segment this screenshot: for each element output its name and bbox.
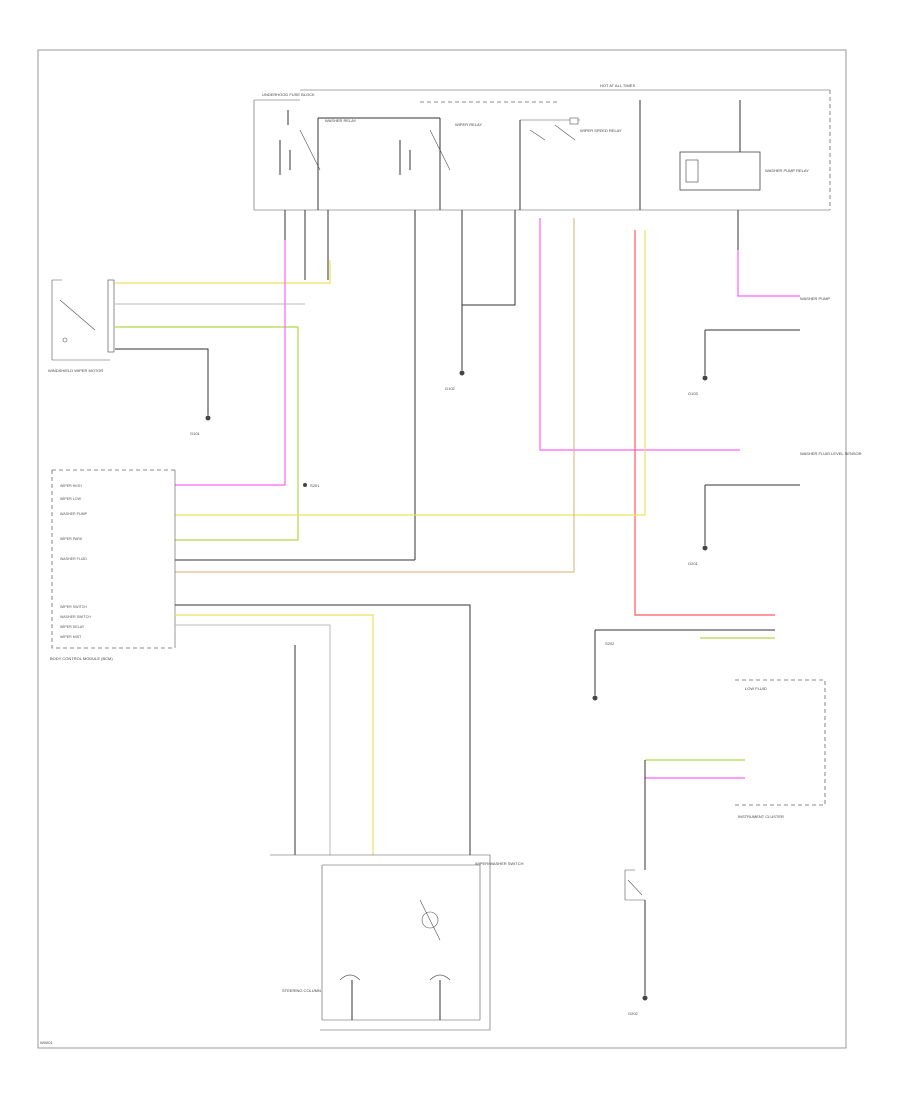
ground-g103: G103 <box>688 329 800 396</box>
svg-text:WIPER PARK: WIPER PARK <box>60 537 83 541</box>
wire-yellow-1 <box>115 260 331 284</box>
footer-code: W0001 <box>40 1040 53 1045</box>
svg-text:WASHER RELAY: WASHER RELAY <box>325 118 357 123</box>
ground-g202: G202 <box>628 955 648 1016</box>
svg-text:WASHER PUMP RELAY: WASHER PUMP RELAY <box>765 168 809 173</box>
hot-at-all-times-label: HOT AT ALL TIMES <box>600 83 635 88</box>
svg-text:WIPER RELAY: WIPER RELAY <box>455 122 482 127</box>
ground-g101: G101 <box>190 380 211 436</box>
washer-pump: WASHER PUMP <box>800 296 830 301</box>
svg-text:G201: G201 <box>688 561 699 566</box>
relay-left-a: WASHER RELAY <box>279 118 357 175</box>
wiper-motor-left: WINDSHIELD WIPER MOTOR <box>48 279 115 373</box>
diagram-border <box>37 49 847 1049</box>
wire-black-3 <box>462 240 516 306</box>
relay-pump: WASHER PUMP RELAY <box>639 100 809 210</box>
body-control-module: BODY CONTROL MODULE (BCM) WIPER HIGH WIP… <box>50 469 320 661</box>
wire-black-1 <box>115 348 209 380</box>
cluster-label: INSTRUMENT CLUSTER <box>738 814 784 819</box>
wire-pink-1 <box>175 240 286 486</box>
svg-text:G103: G103 <box>688 391 699 396</box>
svg-text:WASHER FLUID LEVEL SENSOR: WASHER FLUID LEVEL SENSOR <box>800 451 862 456</box>
washer-fluid-switch <box>624 869 646 955</box>
svg-text:WASHER SWITCH: WASHER SWITCH <box>60 615 91 619</box>
svg-text:S202: S202 <box>605 641 615 646</box>
underhood-fuse-block: UNDERHOOD FUSE BLOCK HOT AT ALL TIMES WA… <box>253 83 831 211</box>
svg-text:WINDSHIELD WIPER MOTOR: WINDSHIELD WIPER MOTOR <box>48 368 103 373</box>
bcm-label: BODY CONTROL MODULE (BCM) <box>50 656 113 661</box>
svg-text:G102: G102 <box>445 386 456 391</box>
wire-red-1 <box>634 230 775 616</box>
wire-gray-2 <box>175 624 331 855</box>
relay-speed: WIPER SPEED RELAY <box>519 117 622 210</box>
wire-green-1 <box>115 326 299 541</box>
svg-text:WASHER PUMP: WASHER PUMP <box>60 512 88 516</box>
wire-black-4 <box>175 604 471 855</box>
svg-text:WIPER SPEED RELAY: WIPER SPEED RELAY <box>580 128 622 133</box>
svg-text:WIPER DELAY: WIPER DELAY <box>60 625 85 629</box>
svg-text:WIPER HIGH: WIPER HIGH <box>60 484 82 488</box>
ground-g102: G102 <box>445 340 465 391</box>
ground-g201: G201 <box>688 484 800 566</box>
wire-yellow-2 <box>175 230 646 516</box>
fluid-sensor: WASHER FLUID LEVEL SENSOR <box>800 451 862 456</box>
svg-text:G202: G202 <box>628 1011 639 1016</box>
svg-text:G101: G101 <box>190 431 201 436</box>
instrument-cluster: LOW FLUID INSTRUMENT CLUSTER <box>644 679 826 870</box>
svg-text:WIPER SWITCH: WIPER SWITCH <box>60 605 87 609</box>
wire-pink-3 <box>737 250 800 297</box>
svg-text:STEERING COLUMN: STEERING COLUMN <box>282 988 321 993</box>
top-connectors <box>284 210 739 560</box>
svg-text:LOW FLUID: LOW FLUID <box>745 686 767 691</box>
svg-text:WIPER MIST: WIPER MIST <box>60 635 82 639</box>
wire-pink-2 <box>539 218 740 451</box>
svg-text:WASHER FLUID: WASHER FLUID <box>60 557 87 561</box>
wiper-washer-switch: WIPER/WASHER SWITCH STEERING COLUMN <box>270 854 524 1031</box>
svg-text:WIPER LOW: WIPER LOW <box>60 497 82 501</box>
splice-s202: S202 <box>592 629 775 701</box>
svg-text:WIPER/WASHER SWITCH: WIPER/WASHER SWITCH <box>475 861 524 866</box>
splice-s201: S201 <box>310 483 320 488</box>
wire-tan-1 <box>175 218 575 573</box>
wire-yellow-3 <box>175 614 374 855</box>
relay-left-b: WIPER RELAY <box>399 122 482 175</box>
fuse-block-label: UNDERHOOD FUSE BLOCK <box>262 92 315 97</box>
svg-text:WASHER PUMP: WASHER PUMP <box>800 296 830 301</box>
